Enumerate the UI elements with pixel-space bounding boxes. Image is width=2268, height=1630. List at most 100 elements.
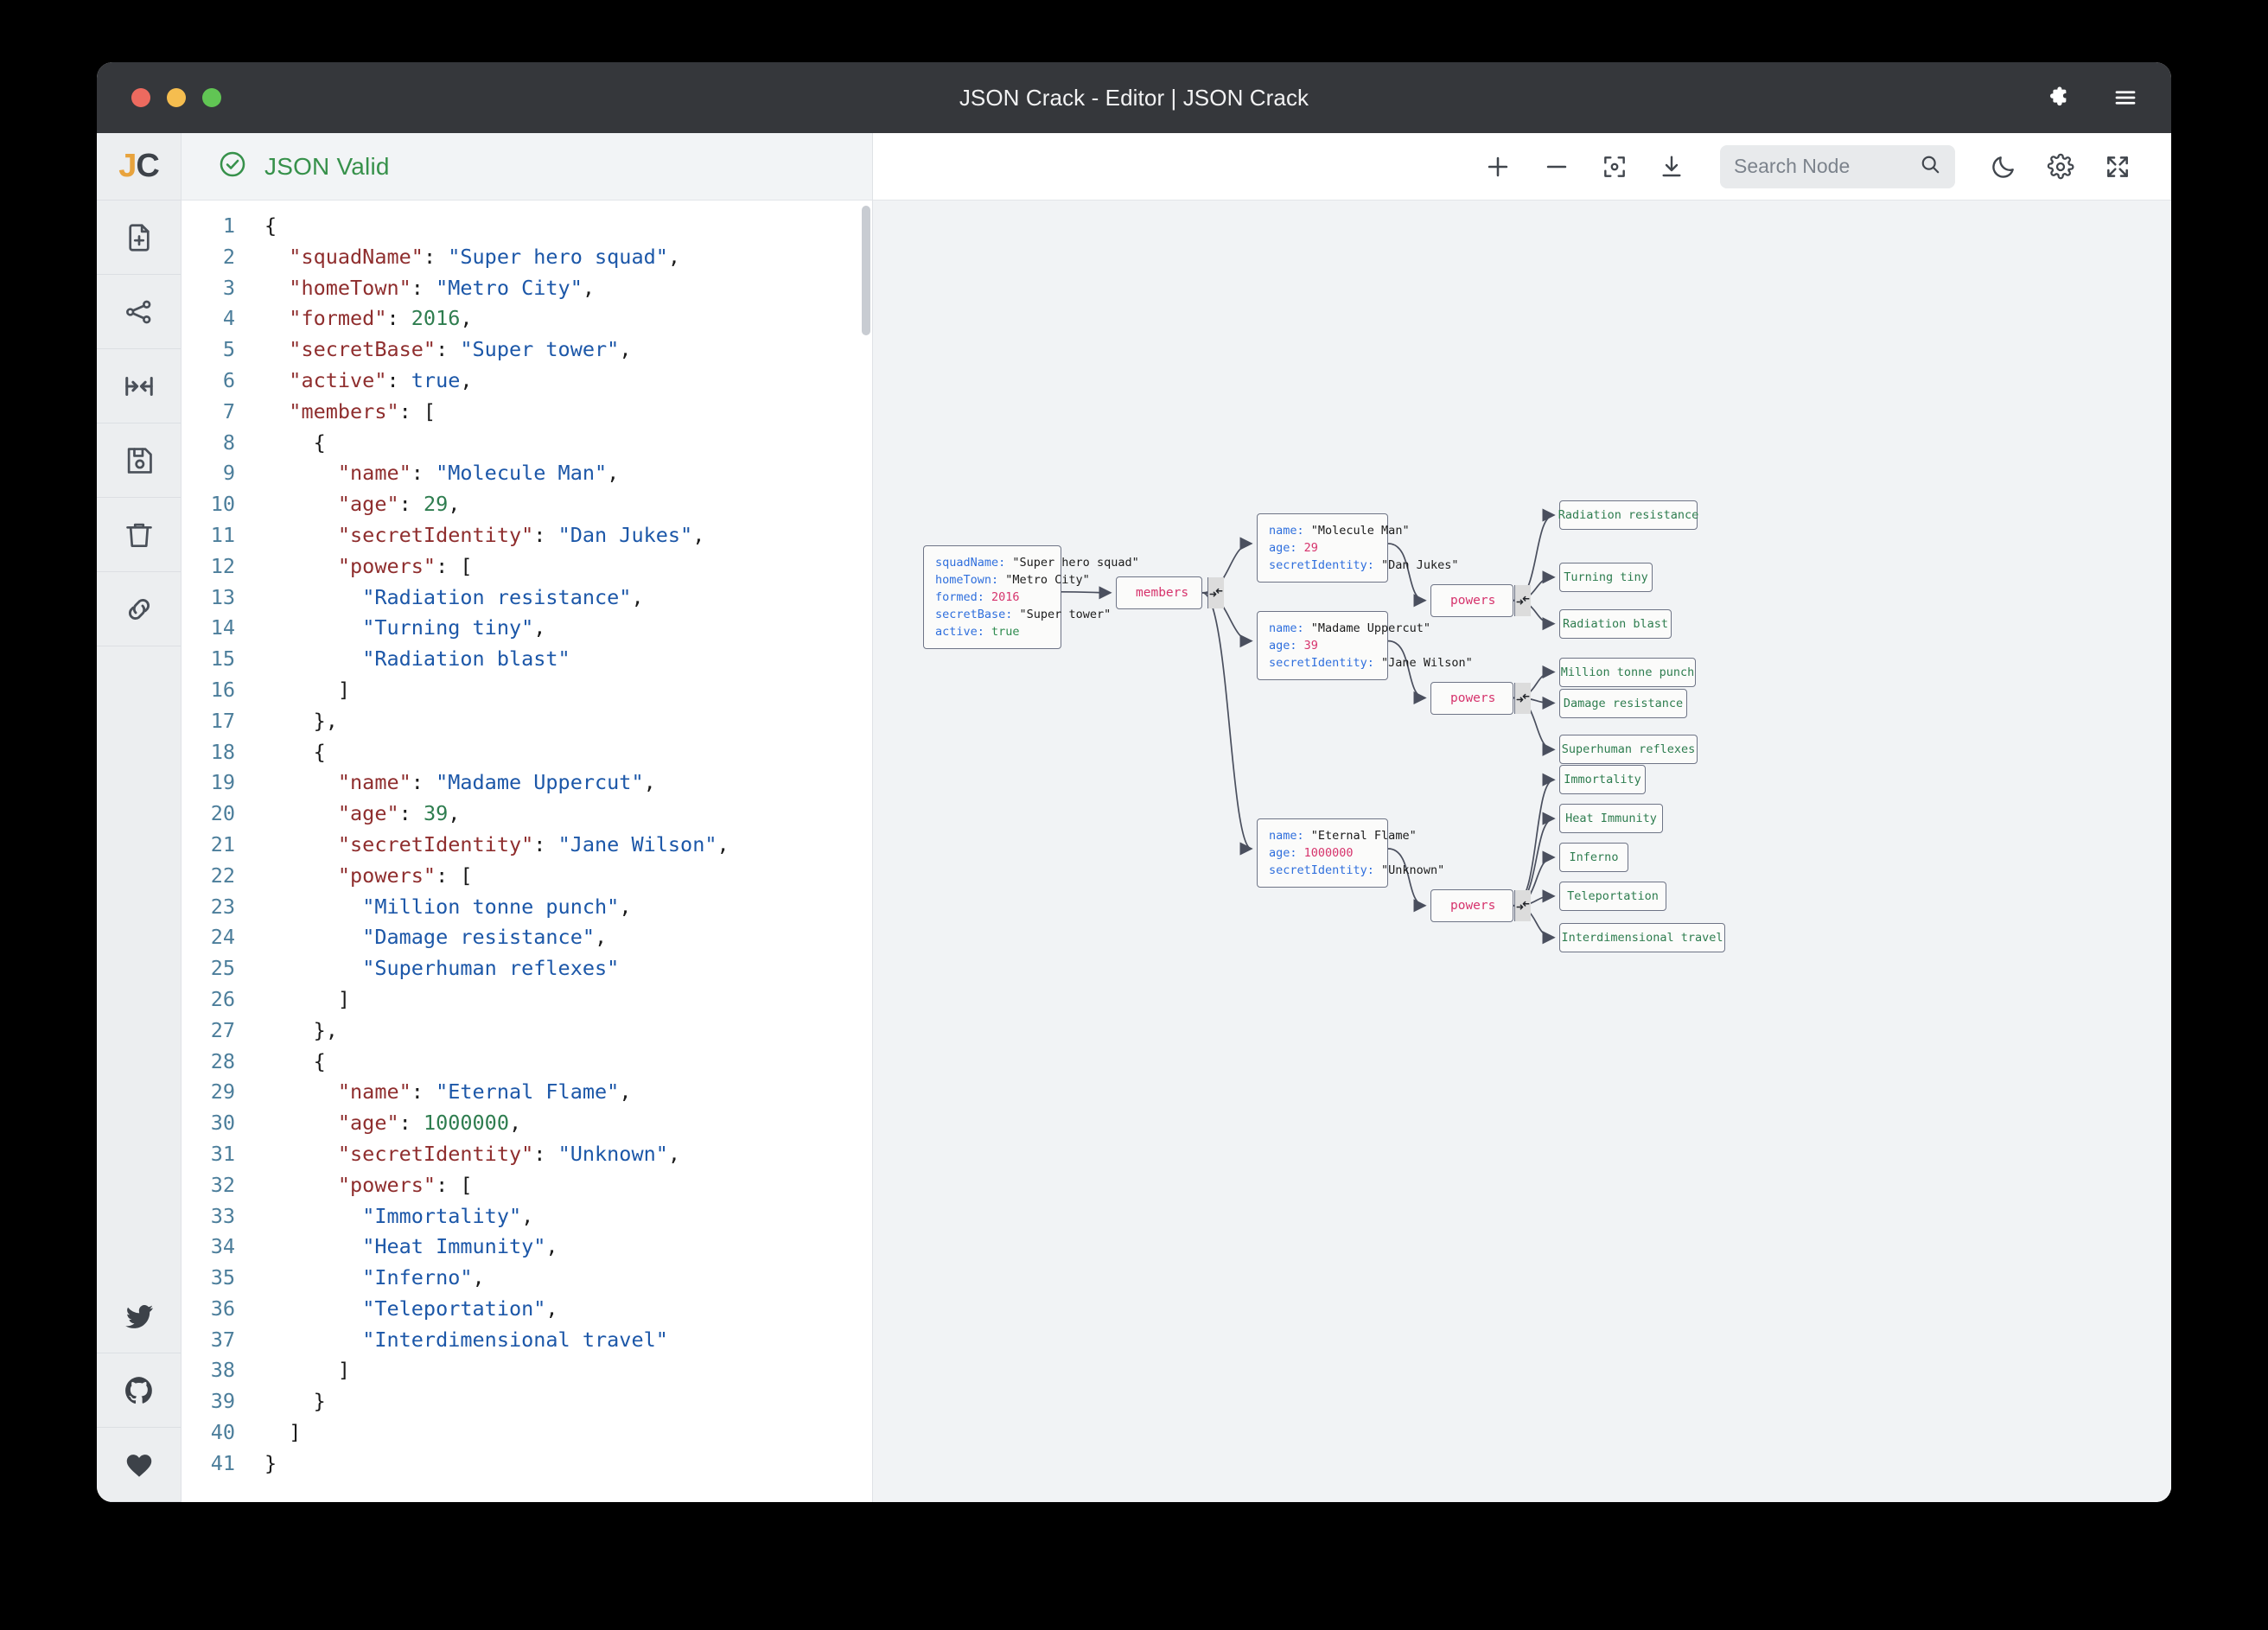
powers-node-1[interactable]: powers: [1430, 681, 1532, 715]
code-line[interactable]: "name": "Eternal Flame",: [337, 1079, 632, 1105]
code-line[interactable]: "secretBase": "Super tower",: [289, 337, 632, 362]
code-line[interactable]: ]: [264, 986, 351, 1011]
download-icon[interactable]: [1658, 153, 1685, 181]
zoom-out-icon[interactable]: [1542, 152, 1571, 181]
power-leaf-1-1[interactable]: Damage resistance: [1559, 688, 1687, 718]
zoom-button[interactable]: [202, 88, 221, 107]
node-field-key: name:: [1269, 524, 1311, 538]
code-line[interactable]: "powers": [: [337, 1172, 473, 1197]
link-icon[interactable]: [97, 572, 181, 646]
code-line[interactable]: ]: [264, 1420, 302, 1445]
code-line[interactable]: "name": "Molecule Man",: [337, 461, 620, 486]
code-line[interactable]: {: [264, 739, 326, 764]
gear-icon[interactable]: [2047, 153, 2074, 181]
power-leaf-2-2[interactable]: Inferno: [1559, 843, 1628, 873]
trash-icon[interactable]: [97, 498, 181, 572]
graph-canvas[interactable]: squadName: "Super hero squad"homeTown: "…: [873, 201, 2171, 1502]
code-line[interactable]: "active": true,: [289, 367, 473, 392]
members-node[interactable]: members: [1116, 576, 1225, 609]
search-node-box[interactable]: [1720, 144, 1955, 188]
power-leaf-2-4[interactable]: Interdimensional travel: [1559, 922, 1725, 952]
power-leaf-2-3[interactable]: Teleportation: [1559, 881, 1666, 911]
code-line[interactable]: "formed": 2016,: [289, 306, 473, 331]
code-line[interactable]: "name": "Madame Uppercut",: [337, 770, 656, 795]
code-line[interactable]: "members": [: [289, 398, 436, 423]
zoom-in-icon[interactable]: [1483, 152, 1513, 181]
power-leaf-0-2[interactable]: Radiation blast: [1559, 608, 1672, 639]
code-line[interactable]: ]: [264, 1358, 351, 1383]
code-line[interactable]: "Teleportation",: [362, 1296, 558, 1321]
twitter-icon[interactable]: [97, 1279, 181, 1353]
search-input[interactable]: [1734, 155, 1912, 178]
code-line[interactable]: "Immortality",: [362, 1203, 534, 1228]
code-line[interactable]: "secretIdentity": "Jane Wilson",: [337, 831, 729, 856]
power-leaf-1-0[interactable]: Million tonne punch: [1559, 657, 1696, 687]
power-leaf-2-1[interactable]: Heat Immunity: [1559, 804, 1663, 834]
minimize-button[interactable]: [167, 88, 186, 107]
code-line[interactable]: "Inferno",: [362, 1265, 485, 1290]
code-line[interactable]: "Superhuman reflexes": [362, 956, 620, 981]
code-line[interactable]: "Radiation blast": [362, 646, 570, 672]
close-button[interactable]: [131, 88, 150, 107]
editor-scrollbar[interactable]: [862, 206, 870, 335]
center-view-icon[interactable]: [1601, 153, 1628, 181]
root-node[interactable]: squadName: "Super hero squad"homeTown: "…: [923, 544, 1139, 649]
collapse-icon[interactable]: [1207, 576, 1225, 608]
code-line[interactable]: "powers": [: [337, 863, 473, 888]
code-line[interactable]: }: [264, 1450, 277, 1475]
power-leaf-0-0[interactable]: Radiation resistance: [1558, 500, 1698, 531]
power-leaf-1-2[interactable]: Superhuman reflexes: [1559, 735, 1698, 765]
code-line[interactable]: "Turning tiny",: [362, 615, 546, 640]
code-line[interactable]: "age": 39,: [337, 801, 461, 826]
code-line[interactable]: "Heat Immunity",: [362, 1234, 558, 1259]
code-line[interactable]: "powers": [: [337, 553, 473, 578]
heart-icon[interactable]: [97, 1428, 181, 1502]
power-leaf-0-1[interactable]: Turning tiny: [1559, 562, 1653, 592]
node-field-value: true: [991, 624, 1020, 639]
code-line[interactable]: "Radiation resistance",: [362, 584, 644, 609]
check-circle-icon: [218, 150, 247, 183]
code-line[interactable]: "homeTown": "Metro City",: [289, 275, 596, 300]
code-line[interactable]: },: [264, 1017, 338, 1042]
code-line[interactable]: "secretIdentity": "Unknown",: [337, 1141, 681, 1166]
code-line[interactable]: "age": 29,: [337, 492, 461, 517]
code-line[interactable]: "Damage resistance",: [362, 925, 608, 950]
code-line[interactable]: "Million tonne punch",: [362, 894, 632, 919]
collapse-icon[interactable]: [1514, 889, 1532, 921]
code-content[interactable]: { "squadName": "Super hero squad", "home…: [249, 201, 872, 1502]
collapse-icon[interactable]: [1514, 682, 1532, 714]
code-line[interactable]: {: [264, 213, 277, 238]
power-leaf-2-0[interactable]: Immortality: [1559, 765, 1646, 795]
github-icon[interactable]: [97, 1353, 181, 1428]
search-icon[interactable]: [1919, 153, 1941, 180]
line-number: 18: [210, 739, 235, 764]
powers-node-2[interactable]: powers: [1430, 888, 1532, 922]
code-line[interactable]: "Interdimensional travel": [362, 1327, 668, 1352]
fullscreen-icon[interactable]: [2104, 153, 2131, 181]
code-line[interactable]: "age": 1000000,: [337, 1111, 522, 1136]
node-field-key: name:: [1269, 829, 1311, 844]
save-icon[interactable]: [97, 423, 181, 498]
powers-node-0[interactable]: powers: [1430, 583, 1532, 617]
collapse-horizontal-icon[interactable]: [97, 349, 181, 423]
code-line[interactable]: "squadName": "Super hero squad",: [289, 244, 681, 269]
new-file-icon[interactable]: [97, 201, 181, 275]
json-status-text: JSON Valid: [264, 152, 390, 180]
code-line[interactable]: },: [264, 708, 338, 733]
code-line[interactable]: ]: [264, 677, 351, 702]
code-line[interactable]: }: [264, 1389, 326, 1414]
line-number: 21: [210, 831, 235, 856]
code-line[interactable]: {: [264, 1048, 326, 1073]
collapse-icon[interactable]: [1514, 584, 1532, 616]
hamburger-menu-icon[interactable]: [2112, 85, 2138, 111]
puzzle-piece-icon[interactable]: [2045, 85, 2071, 111]
moon-icon[interactable]: [1990, 153, 2017, 181]
code-line[interactable]: "secretIdentity": "Dan Jukes",: [337, 522, 705, 547]
share-graph-icon[interactable]: [97, 275, 181, 349]
code-line[interactable]: {: [264, 430, 326, 455]
